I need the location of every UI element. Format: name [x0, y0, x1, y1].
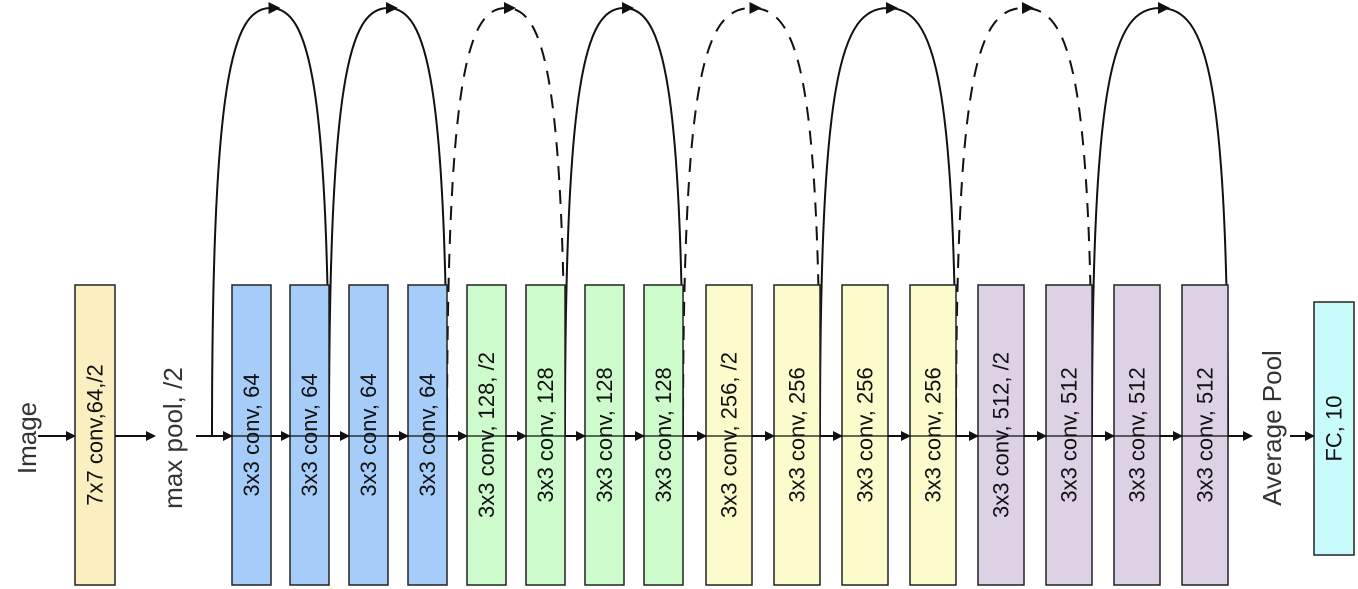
layer-label: 7x7 conv,64,/2: [83, 364, 108, 505]
layer-rect: [289, 284, 330, 586]
skip-arrowhead: [504, 2, 516, 14]
layer-block-b9: 3x3 conv, 256, /2: [705, 284, 753, 586]
layer-rect: [231, 284, 272, 586]
layer-rect: [407, 284, 448, 586]
skip-arrowhead: [268, 2, 281, 14]
layer-block-b12: 3x3 conv, 256: [909, 284, 957, 586]
layer-block-stem: 7x7 conv,64,/2: [74, 284, 116, 586]
layer-label: 3x3 conv, 128: [533, 367, 558, 502]
layer-block-b14: 3x3 conv, 512: [1045, 284, 1093, 586]
layer-block-b1: 3x3 conv, 64: [231, 284, 272, 586]
layer-label: 3x3 conv, 64: [356, 373, 381, 496]
layer-block-b11: 3x3 conv, 256: [841, 284, 889, 586]
layer-block-b10: 3x3 conv, 256: [773, 284, 821, 586]
skip-arrowhead: [1158, 2, 1170, 14]
layer-block-b5: 3x3 conv, 128, /2: [466, 284, 507, 586]
layer-label: 3x3 conv, 64: [239, 373, 264, 496]
skip-arrowhead: [1022, 2, 1034, 14]
skip-connections: [211, 2, 1229, 437]
average-pool-label: Average Pool: [1257, 350, 1287, 506]
layer-block-fc: FC, 10: [1313, 301, 1355, 556]
layer-rect: [643, 284, 684, 586]
skip-connection-dashed: [446, 6, 566, 437]
max-pool-label: max pool, /2: [158, 367, 188, 509]
layer-label: 3x3 conv, 256: [853, 367, 878, 502]
layer-block-b7: 3x3 conv, 128: [584, 284, 625, 586]
skip-arrowhead: [886, 2, 898, 14]
layer-label: 3x3 conv, 512: [1193, 367, 1218, 502]
layer-rect: [525, 284, 566, 586]
layer-label: FC, 10: [1322, 395, 1347, 461]
image-label: Image: [12, 402, 42, 474]
layer-label: 3x3 conv, 512, /2: [989, 352, 1014, 518]
layer-rect: [1313, 301, 1355, 556]
layer-rect: [466, 284, 507, 586]
layer-label: 3x3 conv, 256, /2: [717, 352, 742, 518]
layer-label: 3x3 conv, 64: [297, 373, 322, 496]
layer-block-b6: 3x3 conv, 128: [525, 284, 566, 586]
layer-label: 3x3 conv, 128: [651, 367, 676, 502]
layer-blocks: 7x7 conv,64,/2 3x3 conv, 64 3x3 conv, 64 3x…: [74, 284, 1355, 586]
layer-block-b8: 3x3 conv, 128: [643, 284, 684, 586]
layer-label: 3x3 conv, 256: [921, 367, 946, 502]
layer-block-b2: 3x3 conv, 64: [289, 284, 330, 586]
layer-block-b3: 3x3 conv, 64: [348, 284, 389, 586]
layer-block-b15: 3x3 conv, 512: [1113, 284, 1161, 586]
skip-arrowhead: [749, 2, 762, 14]
skip-arrowhead: [622, 2, 634, 14]
layer-rect: [705, 284, 753, 586]
layer-block-b16: 3x3 conv, 512: [1181, 284, 1229, 586]
layer-block-b4: 3x3 conv, 64: [407, 284, 448, 586]
layer-label: 3x3 conv, 512: [1057, 367, 1082, 502]
layer-block-b13: 3x3 conv, 512, /2: [977, 284, 1025, 586]
layer-rect: [773, 284, 821, 586]
skip-arrowhead: [386, 2, 398, 14]
layer-label: 3x3 conv, 256: [785, 367, 810, 502]
layer-label: 3x3 conv, 64: [415, 373, 440, 496]
layer-label: 3x3 conv, 128: [592, 367, 617, 502]
layer-label: 3x3 conv, 128, /2: [474, 352, 499, 518]
layer-label: 3x3 conv, 512: [1125, 367, 1150, 502]
layer-rect: [841, 284, 889, 586]
